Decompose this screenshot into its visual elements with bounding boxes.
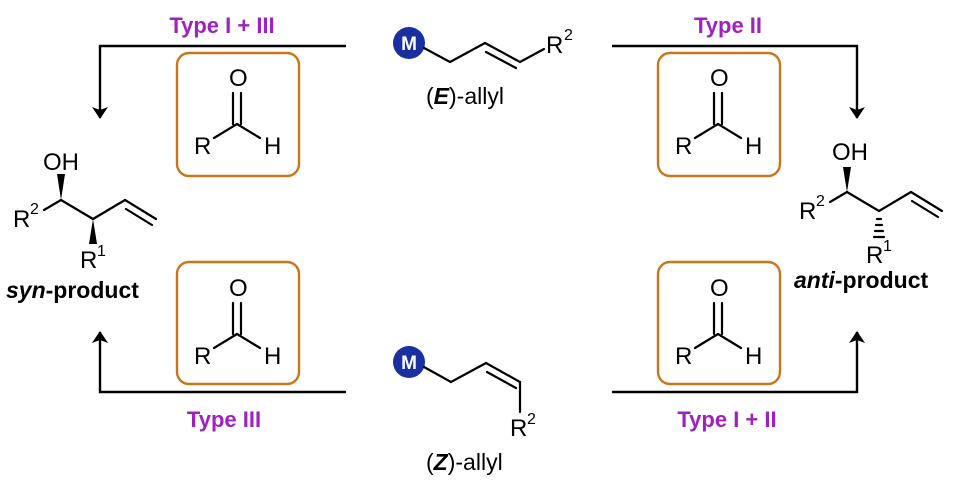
arrow-top-right-icon <box>612 44 865 119</box>
aldehyde-o: O <box>229 65 248 92</box>
z-allyl-reagent: M R 2 (Z)-allyl <box>393 346 536 475</box>
syn-r2: R <box>13 206 30 233</box>
aldehyde-o: O <box>710 275 729 302</box>
type-label-bottom-right: Type I + II <box>677 407 776 432</box>
syn-product: OH R 2 R 1 syn-product <box>6 149 158 303</box>
syn-oh: OH <box>43 149 79 176</box>
aldehyde-box-icon <box>656 260 782 386</box>
metal-label: M <box>401 353 417 374</box>
metal-label: M <box>401 34 417 55</box>
e-allyl-r: R <box>546 32 563 59</box>
metal-circle-icon <box>393 346 425 378</box>
z-allyl-caption: (Z)-allyl <box>426 449 503 475</box>
aldehyde-box-bottom-left: O R H <box>175 260 301 386</box>
anti-product-label: anti-product <box>794 267 928 293</box>
e-allyl-caption: (E)-allyl <box>426 83 504 109</box>
z-allyl-r: R <box>510 415 527 442</box>
aldehyde-o: O <box>710 65 729 92</box>
wedge-bond <box>57 174 65 200</box>
aldehyde-box-icon <box>175 260 301 386</box>
anti-oh: OH <box>832 139 868 166</box>
aldehyde-o: O <box>229 275 248 302</box>
aldehyde-r: R <box>194 343 211 370</box>
syn-r2-sup: 2 <box>30 201 39 218</box>
e-allyl-r-sup: 2 <box>564 27 573 44</box>
aldehyde-h: H <box>264 133 281 160</box>
aldehyde-h: H <box>264 343 281 370</box>
syn-product-label: syn-product <box>6 277 139 303</box>
e-allyl-reagent: M R 2 (E)-allyl <box>393 27 573 109</box>
aldehyde-r: R <box>675 343 692 370</box>
metal-circle-icon <box>393 27 425 59</box>
anti-r1-sup: 1 <box>883 238 892 255</box>
arrow-bottom-left-icon <box>92 331 346 394</box>
aldehyde-h: H <box>745 133 762 160</box>
anti-r2-sup: 2 <box>816 193 825 210</box>
wedge-bond <box>843 167 851 192</box>
aldehyde-box-icon <box>656 51 782 178</box>
aldehyde-r: R <box>675 133 692 160</box>
syn-r1: R <box>80 247 97 274</box>
arrow-bottom-right-icon <box>612 331 865 394</box>
aldehyde-r: R <box>194 133 211 160</box>
anti-r2: R <box>799 198 816 225</box>
arrow-top-left-icon <box>92 44 346 119</box>
aldehyde-box-top-left: O R H <box>175 51 301 178</box>
type-label-top-left: Type I + III <box>169 13 274 38</box>
aldehyde-box-top-right: O R H <box>656 51 782 178</box>
aldehyde-box-bottom-right: O R H <box>656 260 782 386</box>
syn-r1-sup: 1 <box>97 243 106 260</box>
z-allyl-r-sup: 2 <box>527 411 536 428</box>
aldehyde-box-icon <box>175 51 301 178</box>
type-label-bottom-left: Type III <box>187 407 261 432</box>
type-label-top-right: Type II <box>694 13 762 38</box>
aldehyde-h: H <box>745 343 762 370</box>
hash-bond <box>872 217 886 239</box>
anti-product: OH R 2 R 1 anti-product <box>794 139 944 293</box>
wedge-bond <box>89 219 97 244</box>
anti-r1: R <box>866 242 883 269</box>
